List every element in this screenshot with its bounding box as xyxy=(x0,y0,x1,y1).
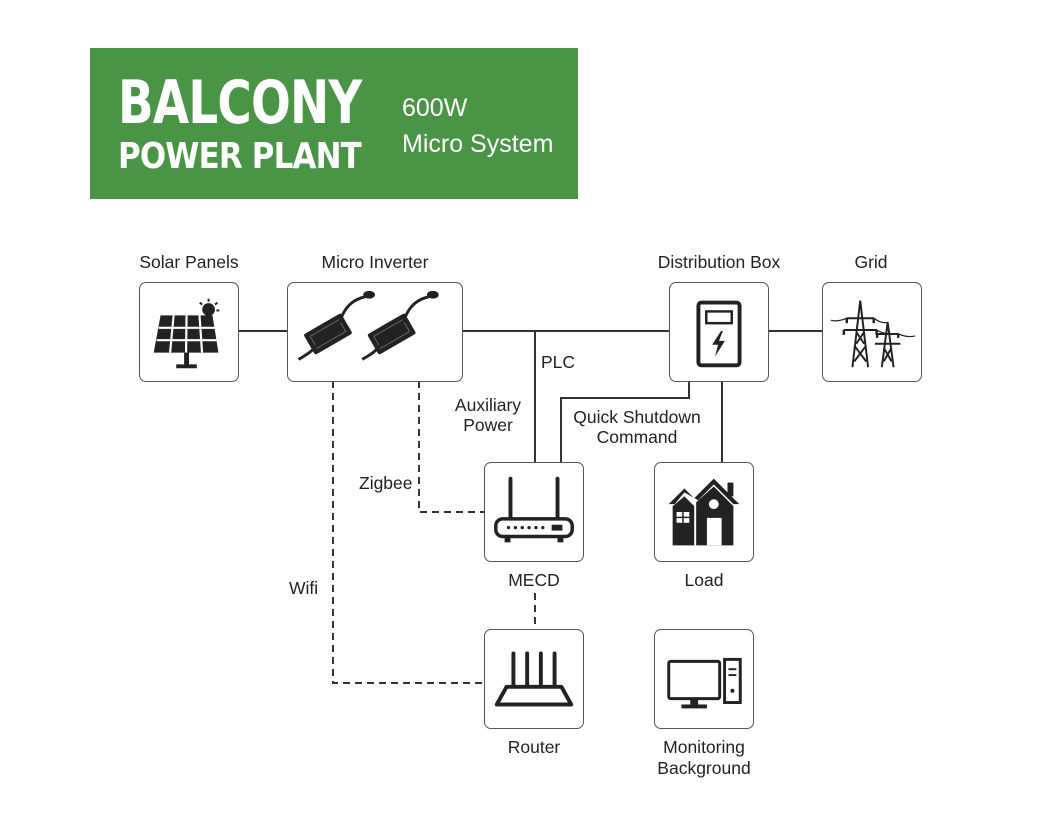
router-node xyxy=(484,629,584,729)
solar-panel-icon xyxy=(153,298,220,369)
micro-inverter-icon xyxy=(297,290,439,361)
house-icon xyxy=(668,478,740,546)
zigbee-label: Zigbee xyxy=(359,473,413,493)
mecd-node xyxy=(484,462,584,562)
solar-panels-label: Solar Panels xyxy=(139,252,239,272)
banner-title-line2: POWER PLANT xyxy=(118,136,362,177)
auxiliary-power-label-line1: Auxiliary xyxy=(454,395,522,415)
router-icon xyxy=(494,651,574,707)
distribution-box-node xyxy=(669,282,769,382)
banner-subtitle-line1: 600W xyxy=(402,94,468,122)
wifi-label: Wifi xyxy=(289,578,319,598)
banner-subtitle-line2: Micro System xyxy=(402,130,554,158)
micro-inverter-node xyxy=(287,282,463,382)
distribution-box-icon xyxy=(696,300,742,368)
distribution-box-label: Distribution Box xyxy=(657,252,781,272)
quick-shutdown-label-line2: Command xyxy=(596,427,678,447)
link-wifi xyxy=(332,381,484,684)
auxiliary-power-label-line2: Power xyxy=(463,415,513,435)
gateway-device-icon xyxy=(494,476,574,543)
grid-node xyxy=(822,282,922,382)
mecd-label: MECD xyxy=(508,570,560,590)
banner-title-line1: BALCONY xyxy=(118,68,362,138)
load-node xyxy=(654,462,754,562)
power-tower-icon xyxy=(830,300,916,368)
monitoring-node xyxy=(654,629,754,729)
monitoring-label-line1: Monitoring xyxy=(663,737,745,757)
micro-inverter-label: Micro Inverter xyxy=(321,252,429,272)
grid-label: Grid xyxy=(854,252,888,272)
plc-label: PLC xyxy=(541,352,576,372)
load-label: Load xyxy=(684,570,724,590)
monitoring-label-line2: Background xyxy=(657,758,751,778)
quick-shutdown-label-line1: Quick Shutdown xyxy=(573,407,701,427)
router-label: Router xyxy=(507,737,561,757)
solar-panels-node xyxy=(139,282,239,382)
title-banner: BALCONY POWER PLANT 600W Micro System xyxy=(90,48,578,199)
computer-icon xyxy=(667,657,742,709)
link-zigbee xyxy=(418,381,484,513)
link-quick-shutdown xyxy=(560,381,690,462)
